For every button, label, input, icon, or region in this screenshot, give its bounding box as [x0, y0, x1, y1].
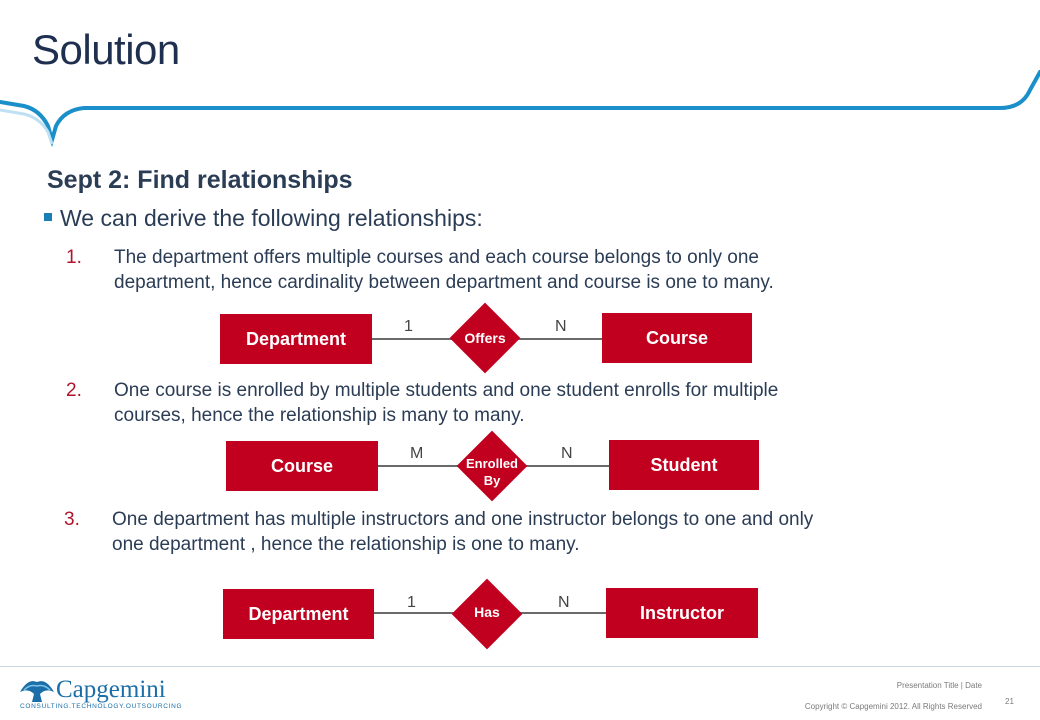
- item-text: One course is enrolled by multiple stude…: [114, 378, 778, 428]
- item-text-line: The department offers multiple courses a…: [114, 247, 759, 268]
- cardinality-left: 1: [407, 594, 416, 611]
- item-text-line: one department , hence the relationship …: [112, 534, 580, 555]
- logo-tagline: CONSULTING.TECHNOLOGY.OUTSOURCING: [20, 703, 183, 710]
- connector-line: [515, 338, 603, 340]
- connector-line: [518, 612, 608, 614]
- cardinality-right: N: [555, 318, 567, 335]
- footer-copyright: Copyright © Capgemini 2012. All Rights R…: [804, 702, 982, 711]
- slide-title: Solution: [32, 26, 180, 73]
- relationship-label: Offers: [464, 330, 506, 346]
- connector-line: [378, 465, 463, 467]
- connector-line: [522, 465, 610, 467]
- entity-student: Student: [609, 440, 759, 490]
- intro-text: We can derive the following relationship…: [60, 205, 483, 231]
- item-number: 1.: [66, 247, 82, 268]
- header-wave: [0, 70, 1040, 148]
- cardinality-right: N: [561, 445, 573, 462]
- cardinality-right: N: [558, 594, 570, 611]
- item-number: 3.: [64, 509, 80, 530]
- page-number: 21: [1005, 697, 1014, 706]
- intro-bullet: We can derive the following relationship…: [44, 205, 483, 232]
- item-text-line: courses, hence the relationship is many …: [114, 405, 525, 426]
- footer-divider: [0, 666, 1040, 667]
- item-text-line: One course is enrolled by multiple stude…: [114, 380, 779, 401]
- list-item: 3. One department has multiple instructo…: [64, 507, 1024, 559]
- item-text: The department offers multiple courses a…: [114, 245, 774, 295]
- item-number: 2.: [66, 380, 82, 401]
- item-text: One department has multiple instructors …: [112, 507, 813, 557]
- footer-presentation-title: Presentation Title | Date: [896, 681, 982, 690]
- entity-instructor: Instructor: [606, 588, 758, 638]
- list-item: 2. One course is enrolled by multiple st…: [66, 378, 966, 430]
- entity-department: Department: [223, 589, 374, 639]
- cardinality-left: 1: [404, 318, 413, 335]
- cardinality-left: M: [410, 445, 424, 462]
- entity-department: Department: [220, 314, 372, 364]
- relationship-label: Has: [474, 604, 500, 620]
- relationship-label-line: Enrolled: [465, 456, 518, 471]
- list-item: 1. The department offers multiple course…: [66, 245, 966, 297]
- entity-course: Course: [226, 441, 378, 491]
- bullet-square-icon: [44, 213, 52, 221]
- logo-wordmark: Capgemini: [56, 676, 166, 703]
- item-text-line: One department has multiple instructors …: [112, 509, 814, 530]
- entity-course: Course: [602, 313, 752, 363]
- connector-line: [374, 612, 459, 614]
- item-text-line: department, hence cardinality between de…: [114, 272, 774, 293]
- connector-line: [372, 338, 457, 340]
- section-heading: Sept 2: Find relationships: [47, 166, 353, 194]
- capgemini-spade-icon: [20, 681, 54, 702]
- relationship-label: Enrolled By: [452, 455, 532, 489]
- relationship-label-line: By: [483, 473, 501, 488]
